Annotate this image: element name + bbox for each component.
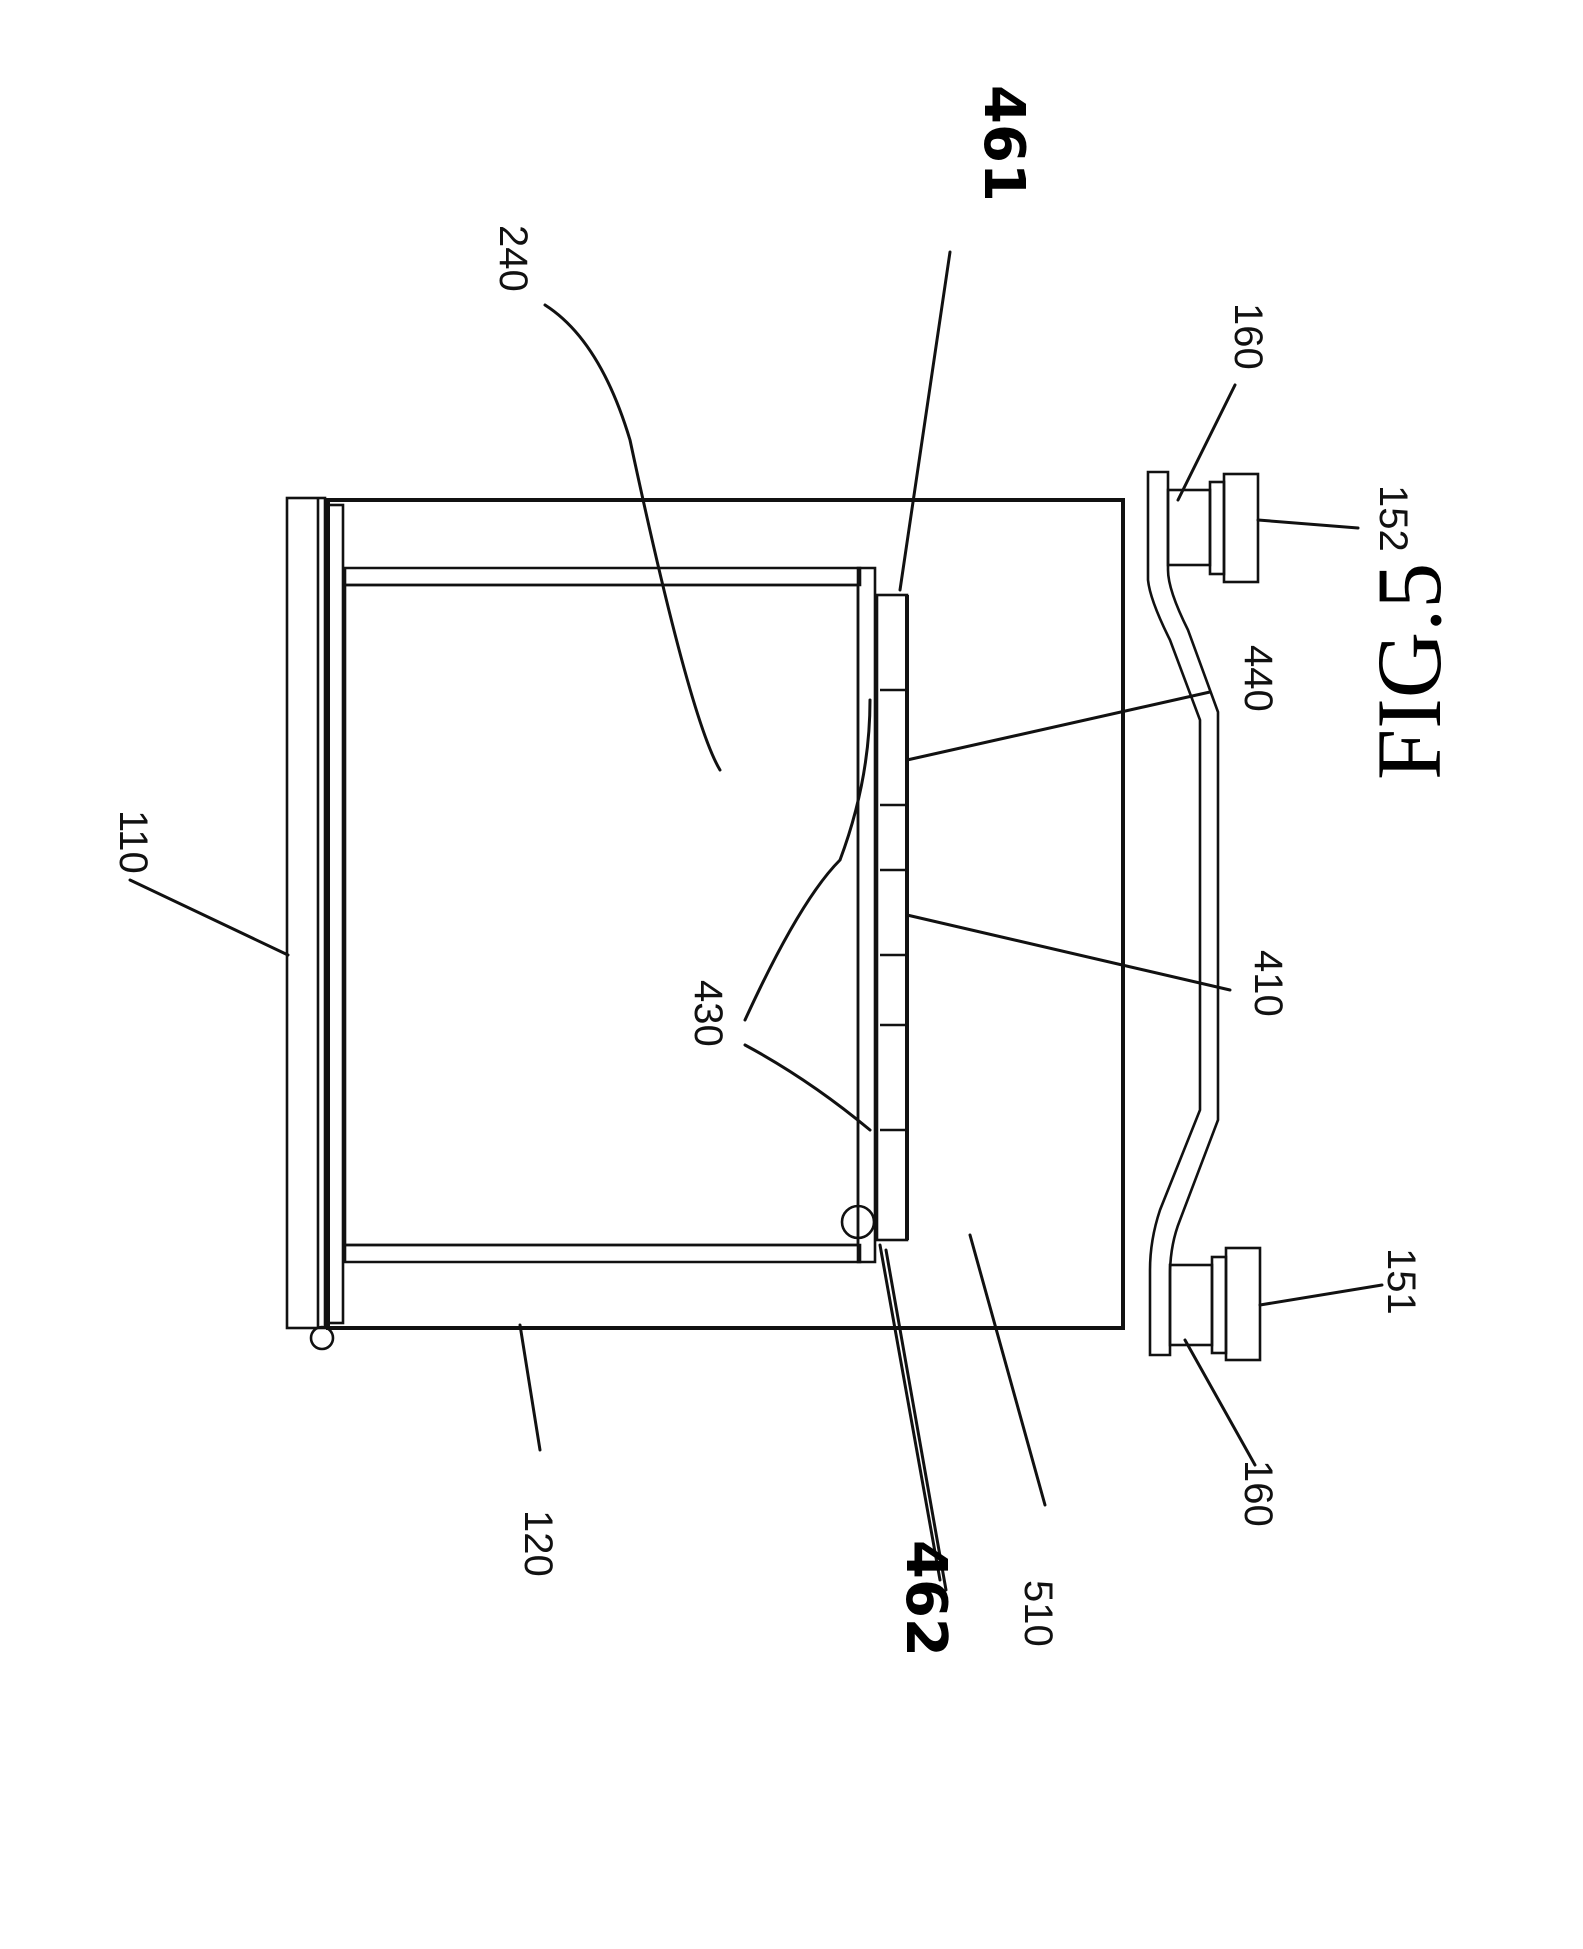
housing-120: [328, 500, 1123, 1328]
label-151: 151: [1379, 1248, 1423, 1315]
label-152: 152: [1371, 485, 1415, 552]
label-430: 430: [686, 980, 730, 1047]
label-240: 240: [491, 225, 535, 292]
figure-caption: FIG.5: [1358, 563, 1460, 780]
label-160-top: 160: [1226, 303, 1270, 370]
label-510: 510: [1016, 1580, 1060, 1647]
lid-110: [287, 498, 325, 1328]
label-110: 110: [111, 810, 155, 874]
foot-151: [1170, 1248, 1260, 1360]
label-461: 461: [971, 85, 1036, 202]
hinge-circle: [311, 1327, 333, 1349]
label-410: 410: [1246, 950, 1290, 1017]
label-160-bottom: 160: [1236, 1460, 1280, 1527]
base-frame: [1148, 472, 1218, 1355]
label-120: 120: [516, 1510, 560, 1577]
label-462: 462: [893, 1540, 958, 1657]
label-440: 440: [1236, 645, 1280, 712]
